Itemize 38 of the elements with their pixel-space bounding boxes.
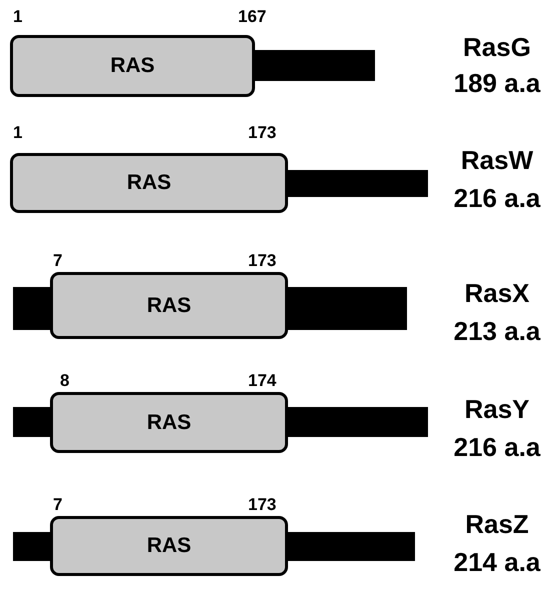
domain-box <box>50 516 288 576</box>
residue-number: 173 <box>248 496 276 514</box>
residue-number: 1 <box>13 8 22 26</box>
protein-bar <box>13 407 50 437</box>
residue-number: 173 <box>248 124 276 142</box>
residue-number: 7 <box>53 496 62 514</box>
domain-label: RAS <box>110 54 155 78</box>
residue-number: 173 <box>248 252 276 270</box>
protein-length: 214 a.a <box>452 547 542 577</box>
protein-bar <box>288 407 428 437</box>
domain-label: RAS <box>146 294 192 318</box>
domain-box <box>50 392 288 453</box>
protein-name: RasX <box>463 278 531 308</box>
domain-label: RAS <box>126 171 172 195</box>
protein-bar <box>288 532 415 561</box>
protein-length: 216 a.a <box>452 432 542 462</box>
domain-box <box>10 35 255 97</box>
protein-name: RasY <box>463 394 531 424</box>
residue-number: 167 <box>238 8 266 26</box>
residue-number: 7 <box>53 252 62 270</box>
protein-bar <box>288 287 407 330</box>
protein-bar <box>13 532 50 561</box>
domain-label: RAS <box>146 534 192 558</box>
protein-length: 216 a.a <box>452 183 542 213</box>
domain-box <box>50 272 288 339</box>
protein-bar <box>13 287 50 330</box>
protein-bar <box>255 50 375 81</box>
protein-name: RasZ <box>464 509 530 539</box>
protein-length: 189 a.a <box>452 68 542 98</box>
residue-number: 1 <box>13 124 22 142</box>
protein-length: 213 a.a <box>452 316 542 346</box>
domain-label: RAS <box>146 410 192 434</box>
residue-number: 174 <box>248 372 276 390</box>
residue-number: 8 <box>60 372 70 390</box>
protein-name: RasG <box>462 32 532 62</box>
domain-box <box>10 153 288 213</box>
protein-name: RasW <box>460 145 534 175</box>
protein-bar <box>288 170 428 197</box>
